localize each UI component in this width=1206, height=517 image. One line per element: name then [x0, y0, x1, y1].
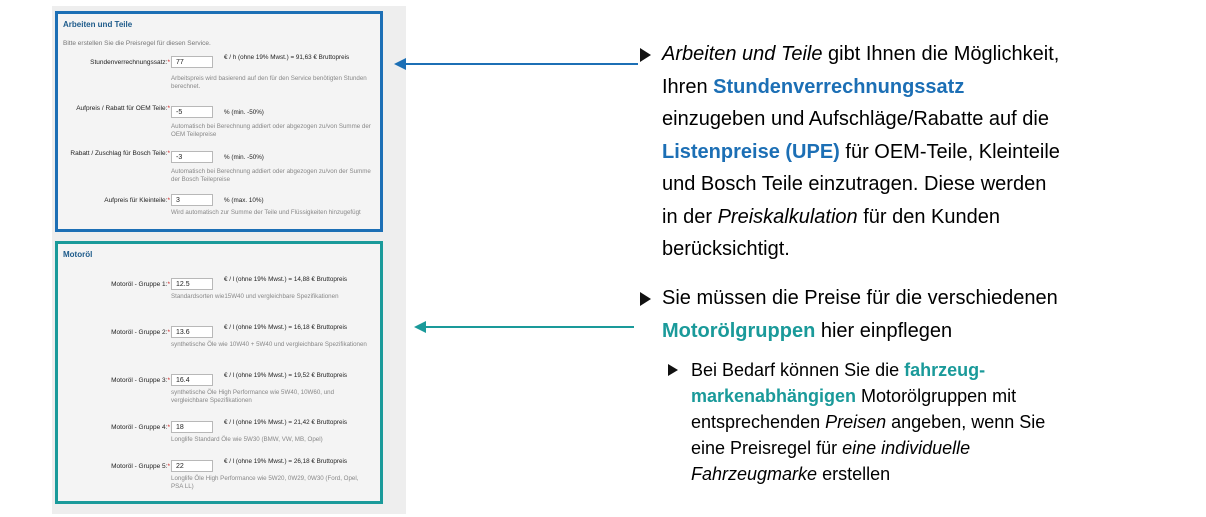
field-note: Wird automatisch zur Summe der Teile und… — [171, 209, 361, 216]
oem-aufpreis-input[interactable]: -5 — [171, 106, 213, 118]
arrow-to-motoroel-icon — [414, 321, 634, 333]
field-note: Longlife Standard Öle wie 5W30 (BMW, VW,… — [171, 436, 323, 443]
arbeiten-teile-section: Arbeiten und Teile Bitte erstellen Sie d… — [55, 11, 383, 232]
arrow-to-arbeiten-icon — [394, 58, 638, 70]
gruppe-3-input[interactable]: 16.4 — [171, 374, 213, 386]
unit-text: % (max. 10%) — [224, 197, 264, 204]
unit-text: % (min. -50%) — [224, 109, 264, 116]
field-note: synthetische Öle wie 10W40 + 5W40 und ve… — [171, 341, 367, 348]
unit-text: € / l (ohne 19% Mwst.) = 21,42 € Bruttop… — [224, 419, 348, 426]
field-note: synthetische Öle High Performance wie 5W… — [171, 389, 335, 404]
field-label: Motoröl - Gruppe 2:* — [111, 329, 170, 336]
sub-bullet-text: Bei Bedarf können Sie die fahrzeug- mark… — [691, 360, 1046, 484]
unit-text: € / l (ohne 19% Mwst.) = 16,18 € Bruttop… — [224, 324, 348, 331]
field-note: Standardsorten wie15W40 und vergleichbar… — [171, 293, 339, 300]
unit-text: € / l (ohne 19% Mwst.) = 14,88 € Bruttop… — [224, 276, 348, 283]
unit-text: % (min. -50%) — [224, 154, 264, 161]
field-label: Motoröl - Gruppe 3:* — [111, 377, 170, 384]
bosch-rabatt-input[interactable]: -3 — [171, 151, 213, 163]
section-title: Motoröl — [63, 250, 93, 259]
kleinteile-input[interactable]: 3 — [171, 194, 213, 206]
field-note: Arbeitspreis wird basierend auf den für … — [171, 75, 367, 90]
field-label: Motoröl - Gruppe 1:* — [111, 281, 170, 288]
bullet-arbeiten-text: Arbeiten und Teile gibt Ihnen die Möglic… — [662, 43, 1060, 260]
field-note: Longlife Öle High Performance wie 5W20, … — [171, 475, 359, 490]
field-label: Rabatt / Zuschlag für Bosch Teile:* — [70, 150, 170, 157]
gruppe-2-input[interactable]: 13.6 — [171, 326, 213, 338]
sub-bullet-triangle-icon — [668, 364, 678, 376]
section-title: Arbeiten und Teile — [63, 20, 133, 29]
field-note: Automatisch bei Berechnung addiert oder … — [171, 168, 371, 183]
stundensatz-input[interactable]: 77 — [171, 56, 213, 68]
field-label: Aufpreis für Kleinteile:* — [104, 197, 170, 204]
field-label: Stundenverrechnungssatz:* — [90, 59, 170, 66]
bullet-triangle-icon — [640, 48, 651, 62]
motoroel-section: Motoröl Motoröl - Gruppe 1:* 12.5 € / l … — [55, 241, 383, 504]
gruppe-5-input[interactable]: 22 — [171, 460, 213, 472]
field-label: Aufpreis / Rabatt für OEM Teile:* — [76, 105, 170, 112]
section-hint: Bitte erstellen Sie die Preisregel für d… — [63, 40, 211, 47]
field-label: Motoröl - Gruppe 4:* — [111, 424, 170, 431]
field-label: Motoröl - Gruppe 5:* — [111, 463, 170, 470]
bullet-motoroel-text: Sie müssen die Preise für die verschiede… — [662, 287, 1058, 342]
bullet-triangle-icon — [640, 292, 651, 306]
gruppe-1-input[interactable]: 12.5 — [171, 278, 213, 290]
gruppe-4-input[interactable]: 18 — [171, 421, 213, 433]
field-note: Automatisch bei Berechnung addiert oder … — [171, 123, 371, 138]
unit-text: € / l (ohne 19% Mwst.) = 26,18 € Bruttop… — [224, 458, 348, 465]
unit-text: € / l (ohne 19% Mwst.) = 19,52 € Bruttop… — [224, 372, 348, 379]
unit-text: € / h (ohne 19% Mwst.) = 91,63 € Bruttop… — [224, 54, 350, 61]
